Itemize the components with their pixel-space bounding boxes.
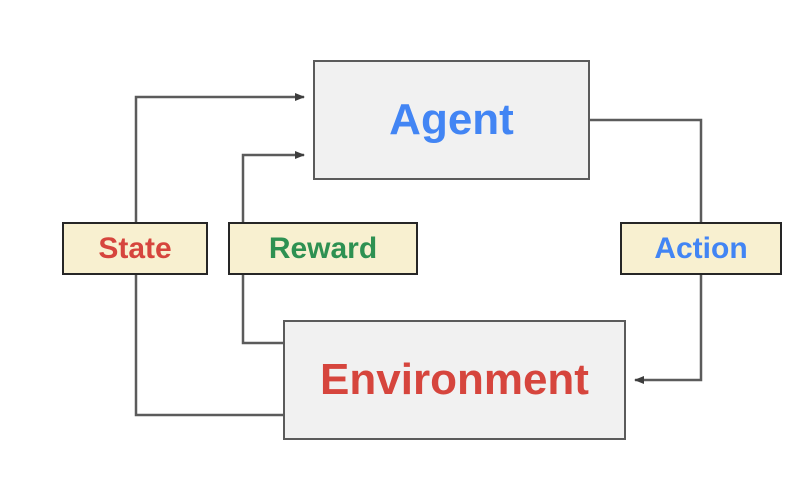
node-environment[interactable]: Environment: [283, 320, 626, 440]
node-action-label: Action: [654, 231, 748, 265]
node-agent-label: Agent: [389, 95, 514, 144]
node-environment-label: Environment: [320, 355, 589, 404]
node-reward-label: Reward: [268, 231, 378, 265]
node-state[interactable]: State: [62, 222, 208, 275]
node-agent[interactable]: Agent: [313, 60, 590, 180]
node-reward[interactable]: Reward: [228, 222, 418, 275]
node-action[interactable]: Action: [620, 222, 782, 275]
node-state-label: State: [98, 231, 172, 265]
